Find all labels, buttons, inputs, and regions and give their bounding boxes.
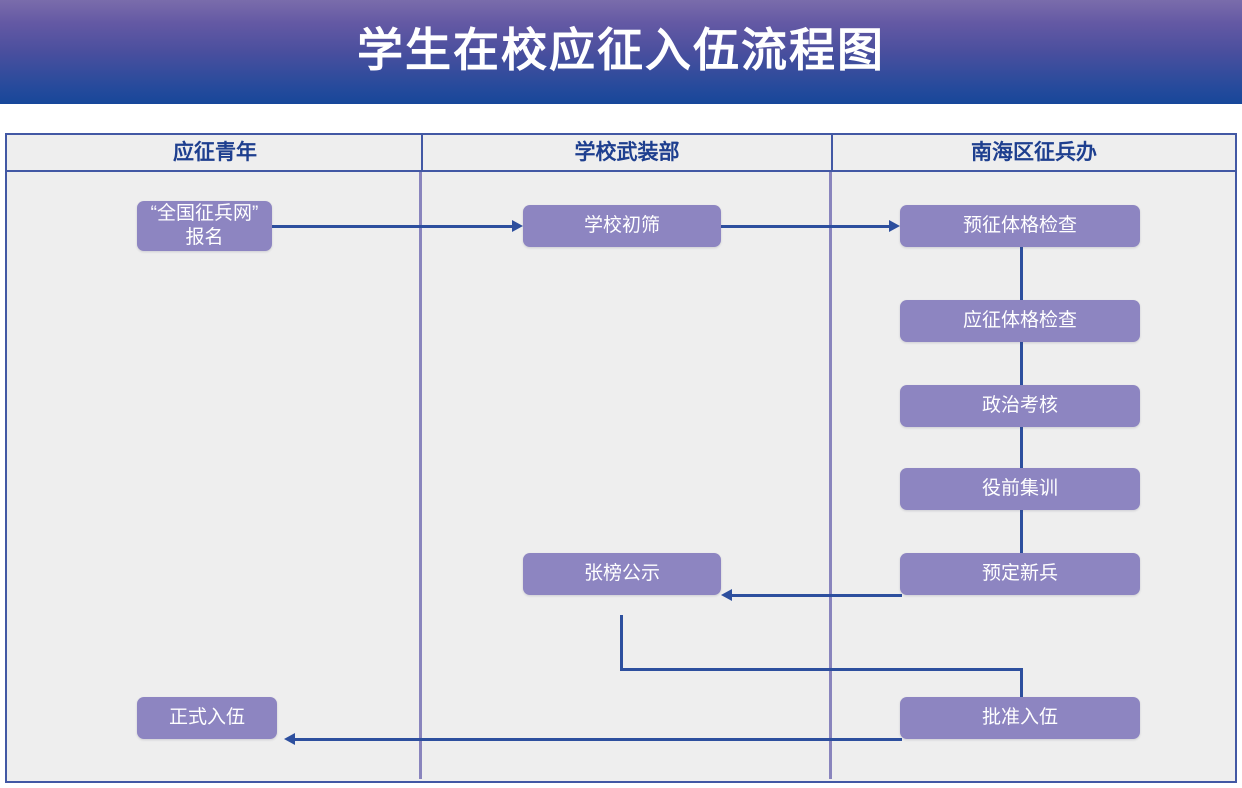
page-banner: 学生在校应征入伍流程图 [0,0,1242,104]
node-enlist-physical[interactable]: 应征体格检查 [900,300,1140,342]
lane-header-divider-1 [421,135,423,170]
page-title: 学生在校应征入伍流程图 [357,24,885,76]
edge-approve-enlist-to-formal-enlist-line [295,738,902,741]
edge-pre-physical-to-enlist-physical-line [1020,246,1023,306]
edge-public-notice-to-approve-enlist-seg1 [620,615,623,671]
node-approve-enlist[interactable]: 批准入伍 [900,697,1140,739]
node-pre-service[interactable]: 役前集训 [900,468,1140,510]
node-political-check[interactable]: 政治考核 [900,385,1140,427]
edge-planned-recruit-to-public-notice-line [732,594,902,597]
lane-header-school-armed-dept: 学校武装部 [574,141,680,164]
edge-planned-recruit-to-public-notice-arrow [721,589,732,601]
edge-approve-enlist-to-formal-enlist-arrow [284,733,295,745]
edge-school-screen-to-pre-physical-line [721,225,889,228]
node-register[interactable]: “全国征兵网” 报名 [137,201,272,251]
flowchart-board: 应征青年 学校武装部 南海区征兵办 [5,133,1237,783]
lane-divider-1 [419,172,422,779]
node-planned-recruit[interactable]: 预定新兵 [900,553,1140,595]
lane-header-divider-2 [831,135,833,170]
edge-register-to-school-screen-arrow [512,220,523,232]
edge-school-screen-to-pre-physical-arrow [889,220,900,232]
edge-register-to-school-screen-line [272,225,512,228]
lane-divider-2 [829,172,832,779]
edge-pre-service-to-planned-recruit-line [1020,509,1023,567]
edge-public-notice-to-approve-enlist-seg2 [620,668,1023,671]
node-school-screen[interactable]: 学校初筛 [523,205,721,247]
lane-header-applicant: 应征青年 [173,141,257,164]
edge-public-notice-to-approve-enlist-seg3 [1020,668,1023,720]
node-public-notice[interactable]: 张榜公示 [523,553,721,595]
edge-enlist-physical-to-political-check-line [1020,341,1023,401]
edge-political-check-to-pre-service-line [1020,426,1023,484]
flowchart-canvas: “全国征兵网” 报名 学校初筛 预征体格检查 应征体格检查 政治考核 役前集训 … [5,172,1237,783]
node-pre-physical[interactable]: 预征体格检查 [900,205,1140,247]
lane-header-recruit-office: 南海区征兵办 [971,141,1097,164]
node-formal-enlist[interactable]: 正式入伍 [137,697,277,739]
lane-header-row: 应征青年 学校武装部 南海区征兵办 [5,133,1237,172]
